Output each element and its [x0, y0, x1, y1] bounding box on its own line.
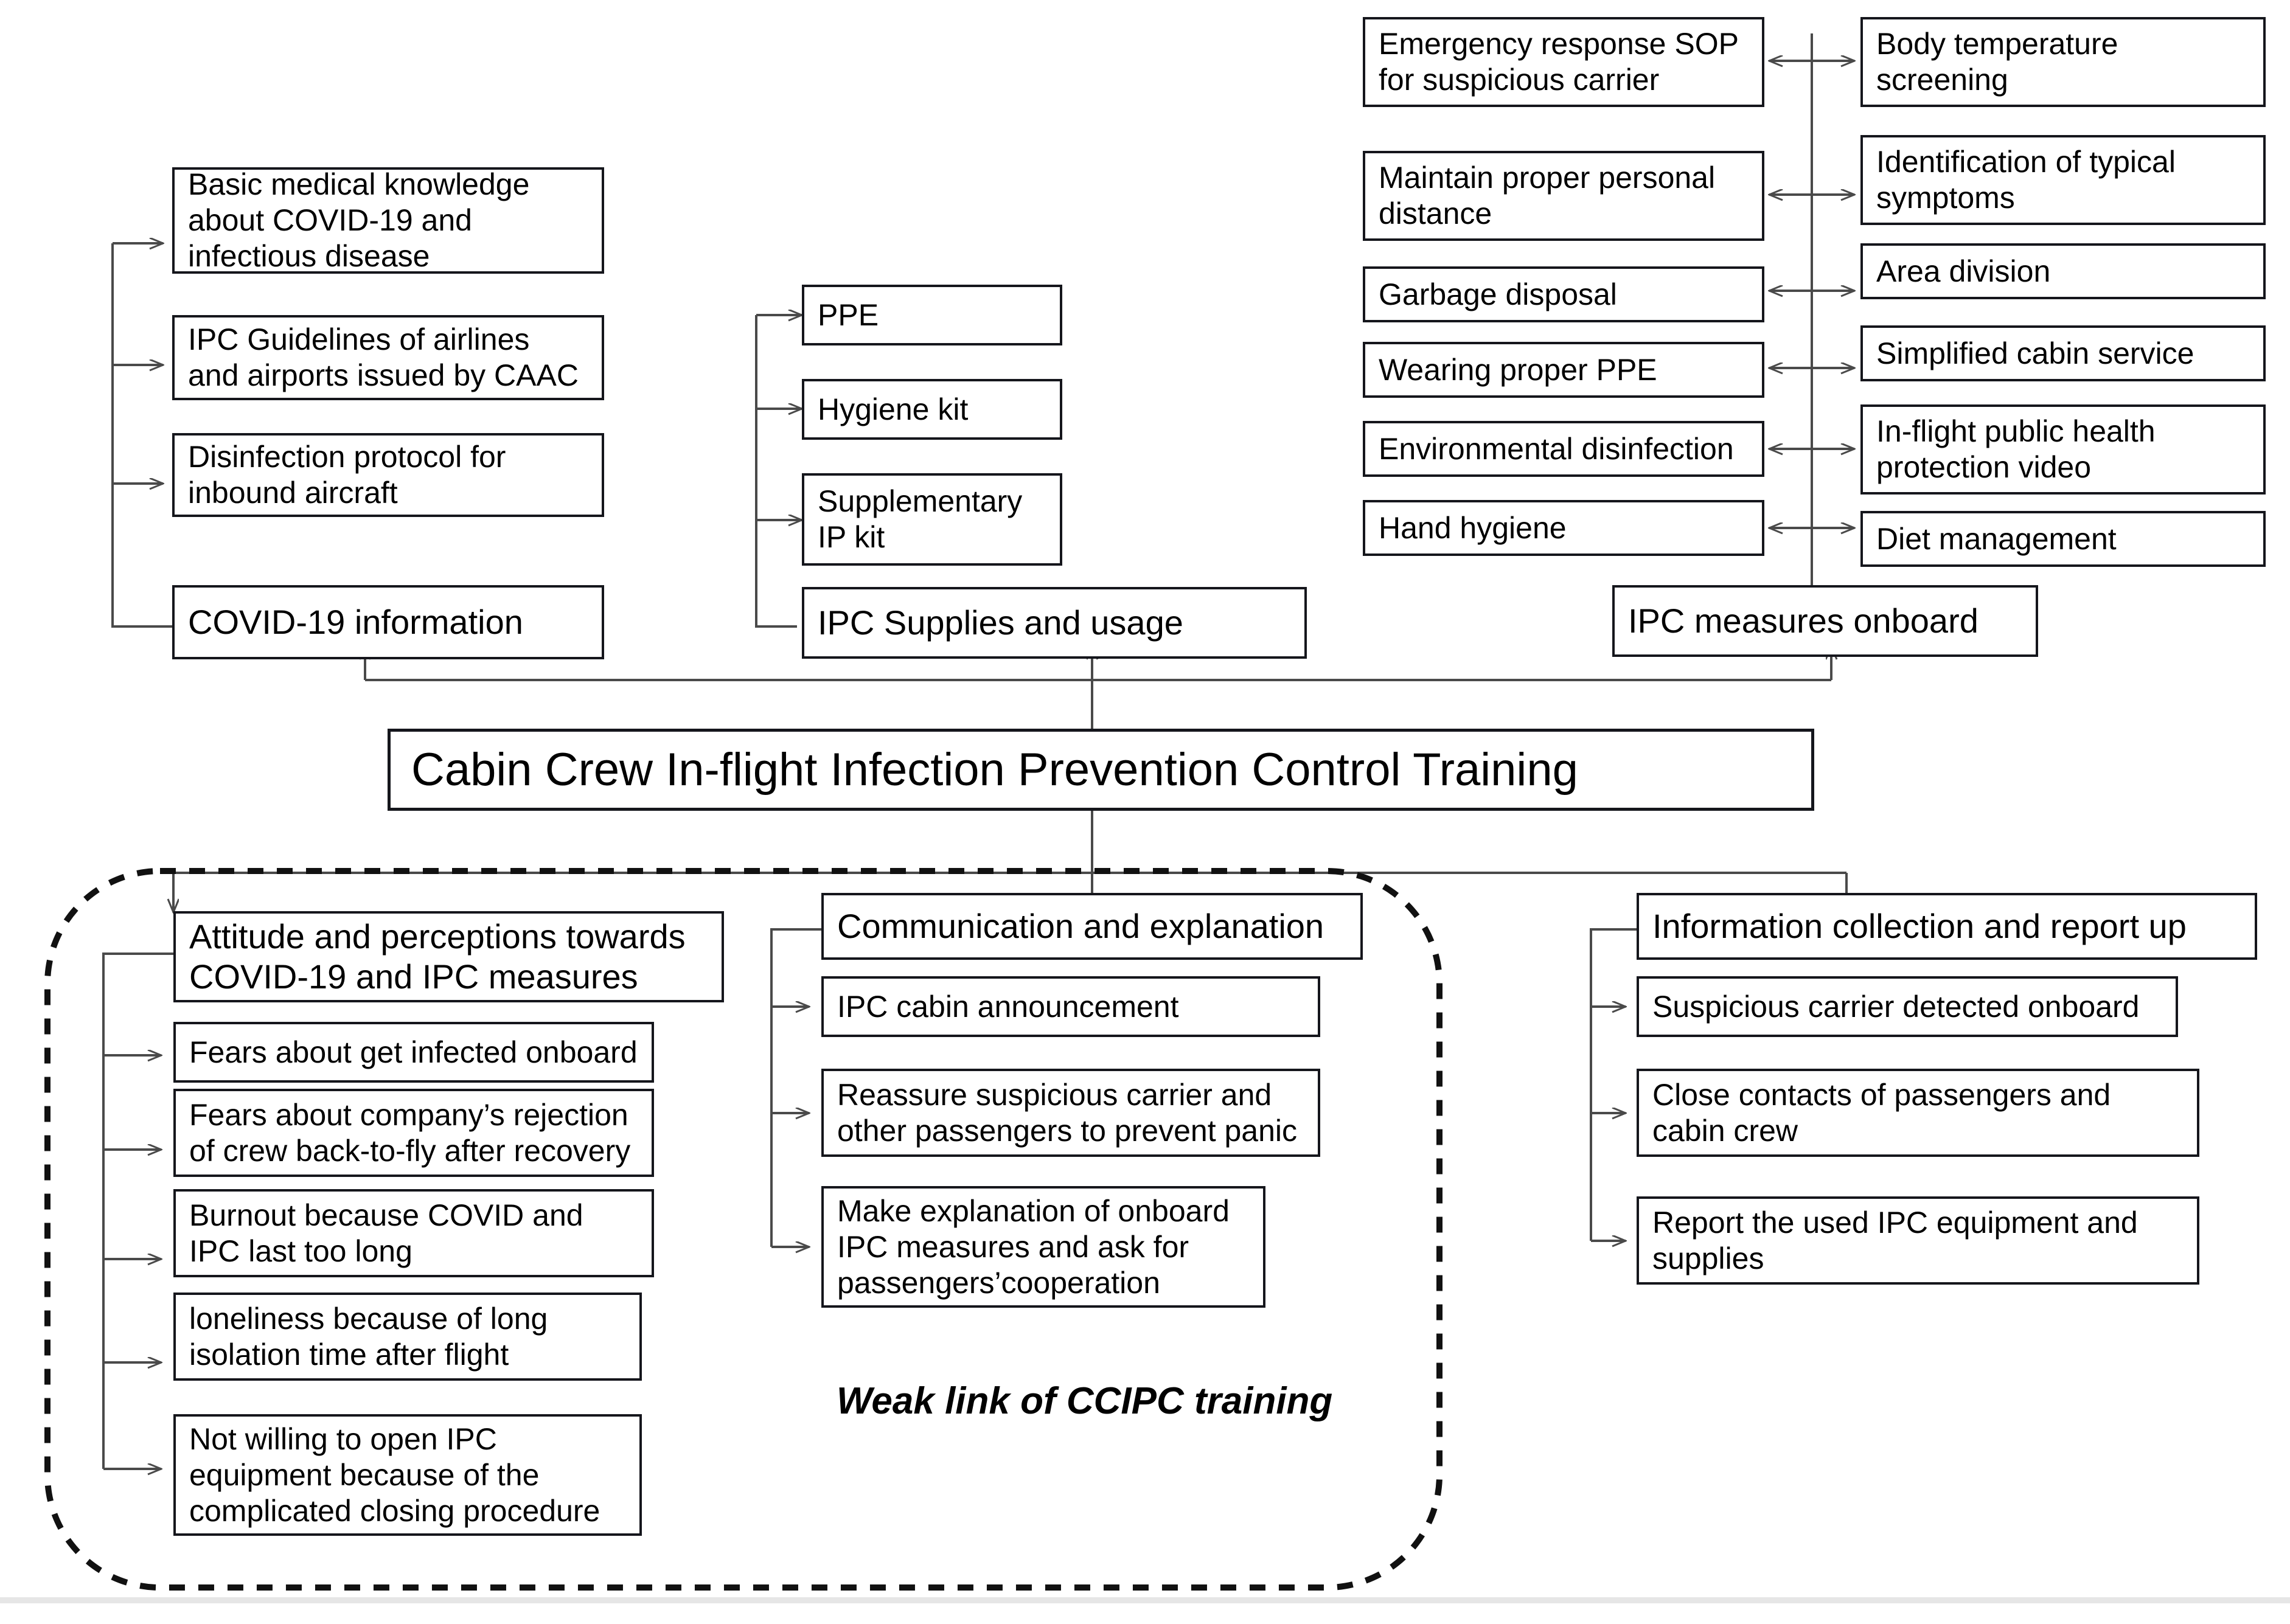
box-ipc-cabin-announcement[interactable]: IPC cabin announcement [821, 976, 1320, 1037]
box-label: Disinfection protocol for inbound aircra… [188, 440, 506, 510]
box-body-temperature-screening[interactable]: Body temperature screening [1860, 17, 2266, 107]
box-label: Emergency response SOP for suspicious ca… [1379, 27, 1739, 97]
box-label: IPC Guidelines of airlines and airports … [188, 322, 579, 392]
box-label: Make explanation of onboard IPC measures… [837, 1193, 1230, 1300]
box-label: Maintain proper personal distance [1379, 161, 1716, 231]
box-label: loneliness because of long isolation tim… [189, 1301, 548, 1372]
box-label: Fears about company’s rejection of crew … [189, 1097, 631, 1168]
box-ipc-guidelines[interactable]: IPC Guidelines of airlines and airports … [172, 315, 604, 400]
box-label: Basic medical knowledge about COVID-19 a… [188, 167, 530, 273]
box-main-title[interactable]: Cabin Crew In-flight Infection Preventio… [388, 729, 1814, 811]
box-label: Hygiene kit [818, 392, 969, 426]
box-label: Diet management [1876, 521, 2117, 556]
box-maintain-personal-distance[interactable]: Maintain proper personal distance [1363, 151, 1764, 241]
box-reassure-suspicious-carrier[interactable]: Reassure suspicious carrier and other pa… [821, 1069, 1320, 1157]
box-disinfection-protocol[interactable]: Disinfection protocol for inbound aircra… [172, 433, 604, 517]
box-fears-infected-onboard[interactable]: Fears about get infected onboard [173, 1022, 654, 1083]
box-ppe[interactable]: PPE [802, 285, 1062, 345]
box-label: Hand hygiene [1379, 510, 1567, 545]
box-label: Fears about get infected onboard [189, 1035, 638, 1069]
box-label: Simplified cabin service [1876, 336, 2194, 370]
box-wearing-proper-ppe[interactable]: Wearing proper PPE [1363, 342, 1764, 398]
box-fears-company-rejection[interactable]: Fears about company’s rejection of crew … [173, 1089, 654, 1177]
box-environmental-disinfection[interactable]: Environmental disinfection [1363, 421, 1764, 477]
box-basic-medical-knowledge[interactable]: Basic medical knowledge about COVID-19 a… [172, 167, 604, 274]
box-emergency-response-sop[interactable]: Emergency response SOP for suspicious ca… [1363, 17, 1764, 107]
box-label: Body temperature screening [1876, 27, 2118, 97]
box-label: Area division [1876, 254, 2051, 288]
box-close-contacts[interactable]: Close contacts of passengers and cabin c… [1637, 1069, 2199, 1157]
box-hygiene-kit[interactable]: Hygiene kit [802, 379, 1062, 440]
box-label: Supplementary IP kit [818, 484, 1023, 554]
box-identification-typical-symptoms[interactable]: Identification of typical symptoms [1860, 135, 2266, 225]
box-simplified-cabin-service[interactable]: Simplified cabin service [1860, 325, 2266, 381]
box-diet-management[interactable]: Diet management [1860, 511, 2266, 567]
box-communication-and-explanation[interactable]: Communication and explanation [821, 893, 1363, 960]
bottom-rule [0, 1597, 2290, 1603]
box-label: Report the used IPC equipment and suppli… [1652, 1205, 2138, 1275]
box-label: COVID-19 information [188, 602, 523, 641]
box-area-division[interactable]: Area division [1860, 243, 2266, 299]
box-label: Environmental disinfection [1379, 431, 1734, 466]
weak-link-annotation: Weak link of CCIPC training [837, 1380, 1333, 1422]
box-label: Information collection and report up [1652, 906, 2187, 945]
box-ipc-measures-onboard[interactable]: IPC measures onboard [1612, 585, 2038, 657]
box-garbage-disposal[interactable]: Garbage disposal [1363, 266, 1764, 322]
main-title-label: Cabin Crew In-flight Infection Preventio… [411, 743, 1578, 796]
box-not-willing-open-ipc-equipment[interactable]: Not willing to open IPC equipment becaus… [173, 1414, 642, 1536]
box-supplementary-ip-kit[interactable]: Supplementary IP kit [802, 473, 1062, 566]
box-label: IPC Supplies and usage [818, 603, 1183, 642]
box-label: IPC cabin announcement [837, 989, 1179, 1024]
box-label: Close contacts of passengers and cabin c… [1652, 1077, 2111, 1148]
box-make-explanation-onboard-ipc[interactable]: Make explanation of onboard IPC measures… [821, 1186, 1265, 1308]
box-label: Burnout because COVID and IPC last too l… [189, 1198, 583, 1268]
box-loneliness-isolation[interactable]: loneliness because of long isolation tim… [173, 1293, 642, 1381]
box-label: Reassure suspicious carrier and other pa… [837, 1077, 1298, 1148]
box-label: In-flight public health protection video [1876, 414, 2156, 484]
box-label: PPE [818, 297, 879, 332]
box-label: Attitude and perceptions towards COVID-1… [189, 917, 686, 996]
box-label: Wearing proper PPE [1379, 352, 1657, 387]
box-inflight-public-health-video[interactable]: In-flight public health protection video [1860, 404, 2266, 494]
box-report-used-ipc-equipment[interactable]: Report the used IPC equipment and suppli… [1637, 1196, 2199, 1285]
box-ipc-supplies-and-usage[interactable]: IPC Supplies and usage [802, 587, 1307, 659]
box-label: Identification of typical symptoms [1876, 145, 2176, 215]
box-burnout-covid-ipc[interactable]: Burnout because COVID and IPC last too l… [173, 1189, 654, 1277]
box-label: Garbage disposal [1379, 277, 1617, 311]
box-covid-19-information[interactable]: COVID-19 information [172, 585, 604, 659]
box-attitude-and-perceptions[interactable]: Attitude and perceptions towards COVID-1… [173, 911, 724, 1002]
box-hand-hygiene[interactable]: Hand hygiene [1363, 500, 1764, 556]
box-label: IPC measures onboard [1628, 601, 1979, 640]
box-label: Not willing to open IPC equipment becaus… [189, 1421, 600, 1528]
box-label: Communication and explanation [837, 906, 1324, 945]
box-information-collection-report-up[interactable]: Information collection and report up [1637, 893, 2257, 960]
box-label: Suspicious carrier detected onboard [1652, 989, 2140, 1024]
box-suspicious-carrier-detected[interactable]: Suspicious carrier detected onboard [1637, 976, 2178, 1037]
